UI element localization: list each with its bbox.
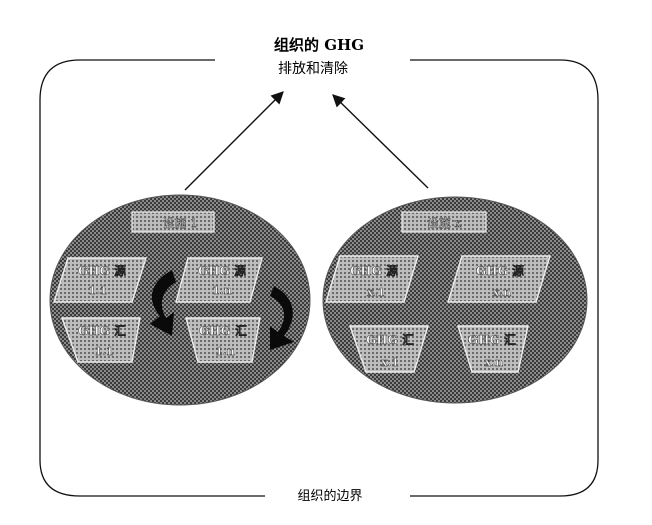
facility-1-sink-a-line2: 1.1 <box>94 345 113 358</box>
facility-1-sink-a: GHG 汇 1.1 <box>61 317 141 363</box>
facility-1: 设施 1 GHG 源 1.1 GHG 源 1.n GHG 汇 1.1 GHG 汇… <box>49 194 311 406</box>
facility-1-sink-a-line1: GHG 汇 <box>78 324 126 338</box>
facility-x-source-b-line2: x.n <box>493 286 511 299</box>
facility-1-source-a-line2: 1.1 <box>88 284 107 297</box>
facility-x-source-a-line1: GHG 源 <box>350 263 398 278</box>
facility-x-sink-a-line2: x.1 <box>381 356 399 369</box>
facility-1-source-b: GHG 源 1.n <box>175 257 263 303</box>
facility-x-source-b-line1: GHG 源 <box>476 263 524 278</box>
facility-x-sink-a-line1: GHG 汇 <box>366 333 414 347</box>
facility-1-exchange-arrow-left <box>150 270 176 336</box>
org-boundary-label: 组织的边界 <box>297 488 362 504</box>
facility-1-source-b-line2: 1.n <box>212 284 231 297</box>
left-emission-arrow <box>184 91 284 191</box>
org-boundary-right <box>410 100 599 497</box>
org-boundary-left <box>39 100 265 497</box>
diagram-title-line1: 组织的 GHG <box>274 36 364 54</box>
facility-1-source-a: GHG 源 1.1 <box>53 257 147 303</box>
facility-x-source-a-line2: x.1 <box>367 286 385 299</box>
facility-x: 设施 x GHG 源 x.1 GHG 源 x.n GHG 汇 x.1 GHG 汇… <box>322 196 588 404</box>
facility-x-sink-b: GHG 汇 x.n <box>457 325 529 373</box>
facility-x-label: 设施 x <box>427 216 462 230</box>
facility-x-sink-a: GHG 汇 x.1 <box>349 325 429 373</box>
right-emission-arrow <box>332 94 429 189</box>
facility-1-label: 设施 1 <box>162 216 197 230</box>
facility-x-source-b: GHG 源 x.n <box>447 255 551 303</box>
org-boundary-top-left <box>39 59 215 101</box>
facility-x-sink-b-line1: GHG 汇 <box>468 333 516 347</box>
facility-1-sink-b-line1: GHG 汇 <box>199 324 247 338</box>
org-boundary-top-right <box>410 59 599 101</box>
facility-x-source-a: GHG 源 x.1 <box>325 255 419 303</box>
facility-x-sink-b-line2: x.n <box>485 356 503 369</box>
facility-1-sink-b: GHG 汇 1.n <box>185 317 261 363</box>
facility-1-sink-b-line2: 1.n <box>215 345 234 358</box>
facility-1-source-a-line1: GHG 源 <box>78 263 126 278</box>
facility-1-source-b-line1: GHG 源 <box>198 263 246 278</box>
facility-1-exchange-arrow-right <box>270 286 294 350</box>
diagram-title-line2: 排放和清除 <box>278 61 348 77</box>
